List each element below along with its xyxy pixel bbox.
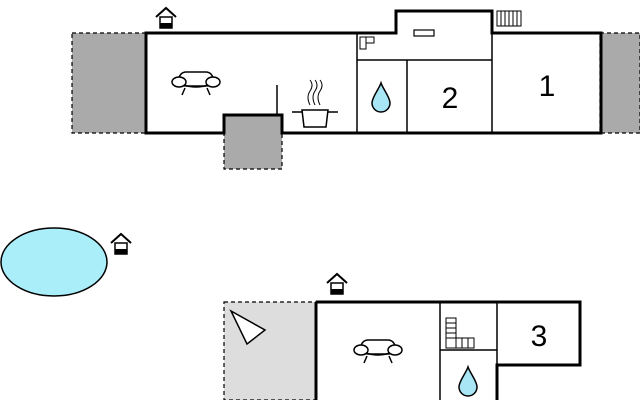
terrace-left bbox=[71, 32, 147, 134]
stairs-icon bbox=[359, 36, 375, 50]
balcony-railing bbox=[496, 10, 522, 27]
cooking-pot-icon bbox=[292, 79, 338, 128]
top-building-walls bbox=[144, 9, 603, 135]
pool bbox=[0, 227, 108, 297]
bottom-building-interior-walls bbox=[439, 302, 498, 400]
terrace-front bbox=[223, 114, 283, 170]
terrace-right bbox=[599, 32, 640, 134]
water-drop-icon bbox=[371, 82, 391, 113]
sofa-icon bbox=[171, 71, 221, 96]
sofa-icon-bottom bbox=[353, 339, 403, 364]
pool-entrance-house-icon bbox=[110, 233, 132, 255]
bottom-entrance-house-icon bbox=[326, 273, 348, 295]
top-building-interior-walls bbox=[276, 33, 493, 133]
room-3-label: 3 bbox=[531, 320, 548, 353]
room-1-label: 1 bbox=[539, 70, 556, 103]
window bbox=[413, 29, 435, 37]
sunshade-icon bbox=[229, 309, 267, 346]
room-2-label: 2 bbox=[442, 82, 459, 115]
stairs-icon-bottom bbox=[445, 317, 475, 349]
water-drop-icon-bottom bbox=[458, 366, 478, 397]
entrance-house-icon bbox=[155, 7, 177, 29]
bottom-building-walls bbox=[314, 300, 582, 400]
